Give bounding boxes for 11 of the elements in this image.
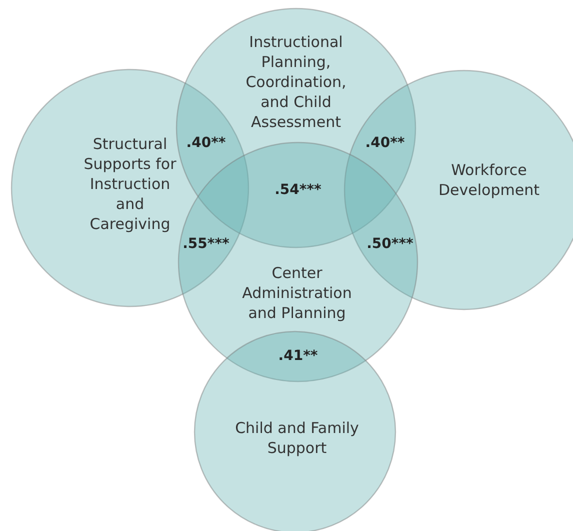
- circle-label: Child and Family Support: [234, 418, 360, 458]
- correlation-value: .40**: [365, 135, 405, 151]
- correlation-value: .50***: [366, 236, 414, 252]
- correlation-value: .54***: [274, 182, 322, 198]
- correlation-value: .41**: [278, 348, 318, 364]
- circle-label: Center Administration and Planning: [241, 263, 353, 323]
- circle-label: Workforce Development: [438, 160, 540, 200]
- correlation-value: .40**: [186, 135, 226, 151]
- circle-label: Instructional Planning, Coordination, and Child Assessment: [244, 32, 348, 132]
- correlation-value: .55***: [182, 236, 230, 252]
- circle-label: Structural Supports for Instruction and Caregiving: [82, 134, 178, 234]
